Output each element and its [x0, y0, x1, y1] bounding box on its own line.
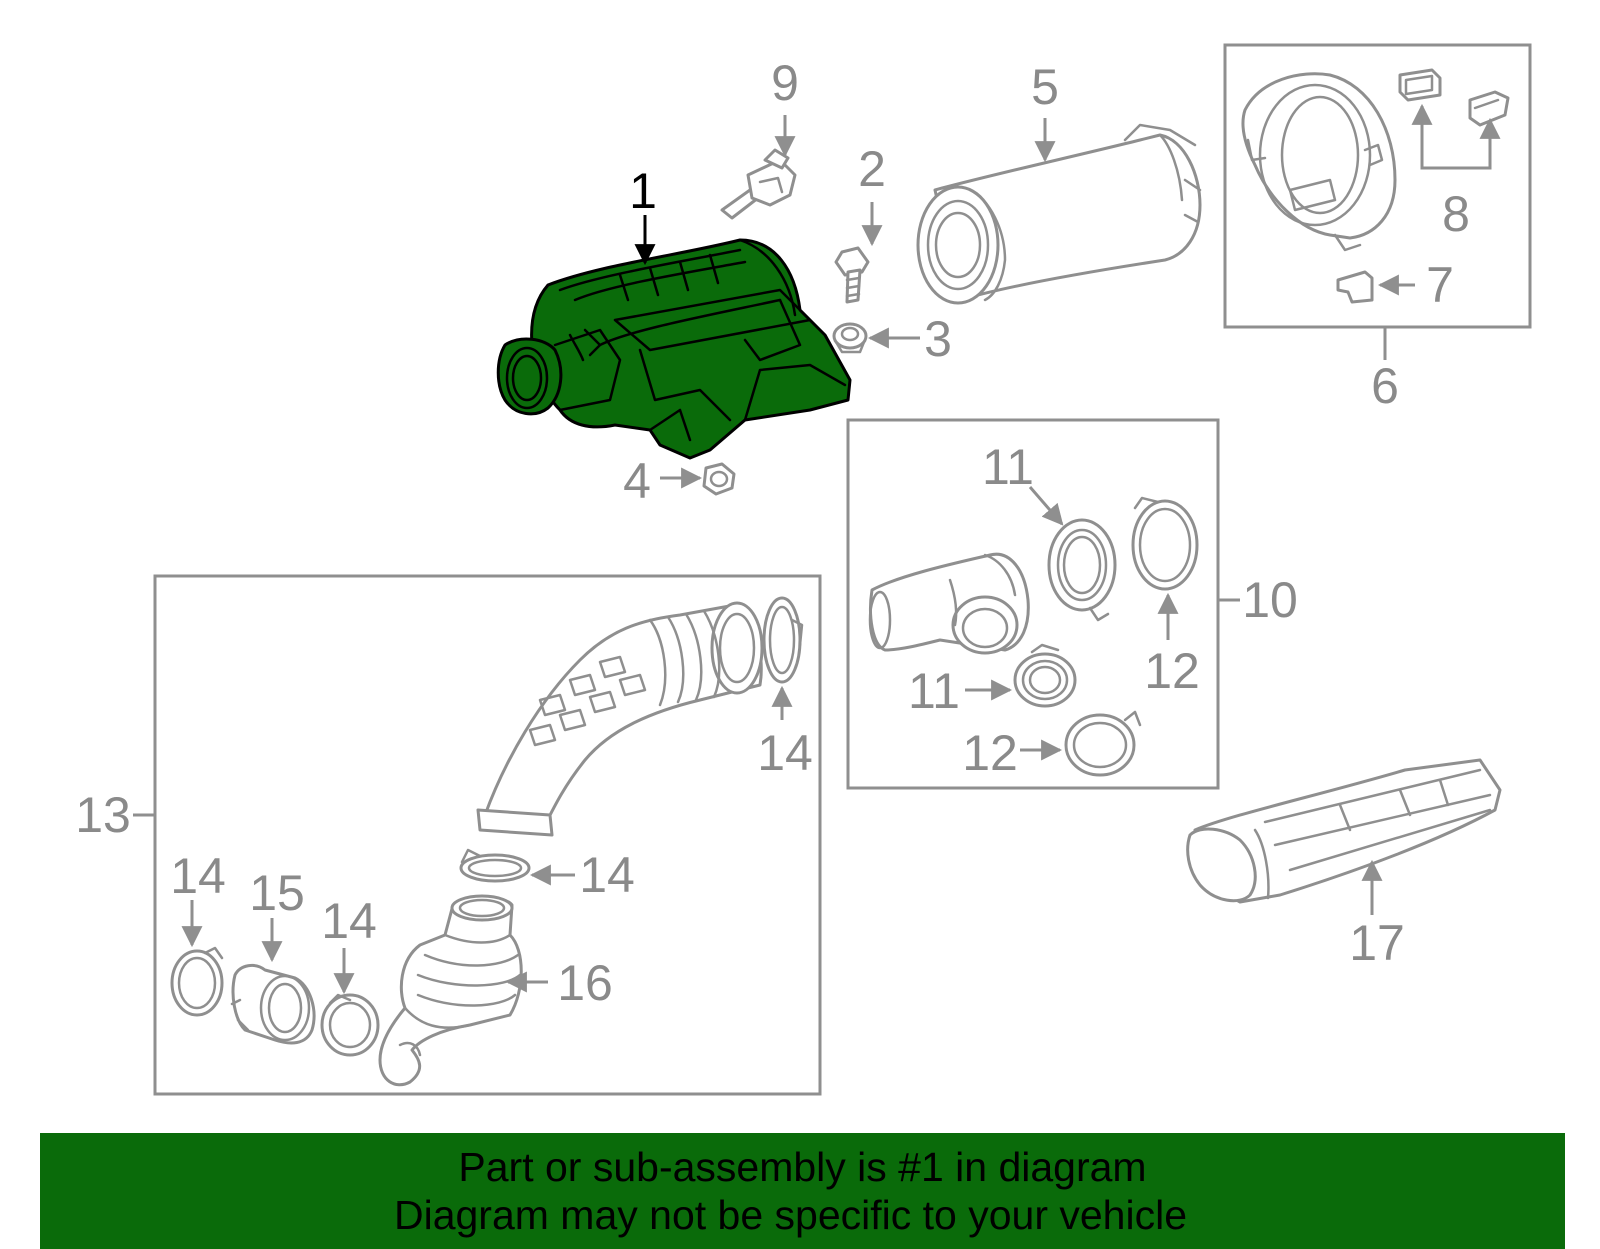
callout-16: 16 [557, 955, 613, 1011]
clamp-part-14b[interactable] [459, 848, 531, 883]
intake-hose-part[interactable] [476, 601, 764, 837]
assembly-box-13 [153, 574, 822, 1096]
coupler-part[interactable] [230, 963, 316, 1045]
callout-14-middle: 14 [579, 847, 635, 903]
callout-4: 4 [623, 453, 651, 509]
clamp-part-11a[interactable] [1047, 518, 1117, 622]
callout-15: 15 [249, 865, 305, 921]
nut-part[interactable] [702, 462, 736, 496]
clamp-part-11b[interactable] [1013, 643, 1077, 708]
bolt-part[interactable] [834, 246, 870, 304]
air-deflector-part[interactable] [1186, 758, 1502, 904]
callout-3: 3 [924, 311, 952, 367]
clip-part-8a[interactable] [1398, 68, 1442, 102]
callout-17: 17 [1349, 915, 1405, 971]
air-duct-part[interactable] [916, 123, 1202, 305]
callout-11-top: 11 [982, 439, 1034, 495]
clamp-part-12a[interactable] [1131, 496, 1199, 591]
leader-8 [1420, 108, 1492, 170]
assembly-box-10 [846, 418, 1220, 790]
callout-6: 6 [1371, 358, 1399, 414]
leader-11a [1028, 486, 1064, 526]
callout-5: 5 [1031, 59, 1059, 115]
callout-1: 1 [629, 163, 657, 219]
grommet-part[interactable] [832, 322, 868, 354]
callout-14-top-right: 14 [757, 725, 813, 781]
ring-part[interactable] [1241, 72, 1397, 252]
banner-line-part-info: Part or sub-assembly is #1 in diagram [458, 1144, 1147, 1190]
air-cleaner-assembly[interactable] [496, 238, 852, 460]
clamp-part-14c[interactable] [170, 946, 224, 1017]
clip-part-7[interactable] [1336, 270, 1374, 304]
callout-12-bottom: 12 [962, 725, 1018, 781]
callout-11-bottom: 11 [908, 663, 960, 719]
assembly-box-6 [1223, 43, 1532, 329]
callout-13: 13 [75, 787, 131, 843]
callout-14-lower: 14 [321, 893, 377, 949]
resonator-part[interactable] [378, 894, 523, 1087]
clamp-part-12b[interactable] [1064, 710, 1142, 777]
callout-14-left: 14 [170, 848, 226, 904]
callout-9: 9 [771, 55, 799, 111]
callout-10: 10 [1242, 572, 1298, 628]
tee-fitting-part[interactable] [868, 552, 1030, 655]
callout-8: 8 [1442, 186, 1470, 242]
callout-12-right: 12 [1144, 643, 1200, 699]
callout-2: 2 [858, 141, 886, 197]
info-banner: Part or sub-assembly is #1 in diagram Di… [40, 1133, 1565, 1249]
callout-7: 7 [1426, 257, 1454, 313]
banner-line-disclaimer: Diagram may not be specific to your vehi… [393, 1192, 1187, 1238]
clip-part-8b[interactable] [1468, 90, 1510, 127]
clamp-part-14d[interactable] [320, 993, 380, 1057]
mass-airflow-sensor[interactable] [720, 148, 797, 220]
clamp-part-14a[interactable] [762, 596, 804, 684]
